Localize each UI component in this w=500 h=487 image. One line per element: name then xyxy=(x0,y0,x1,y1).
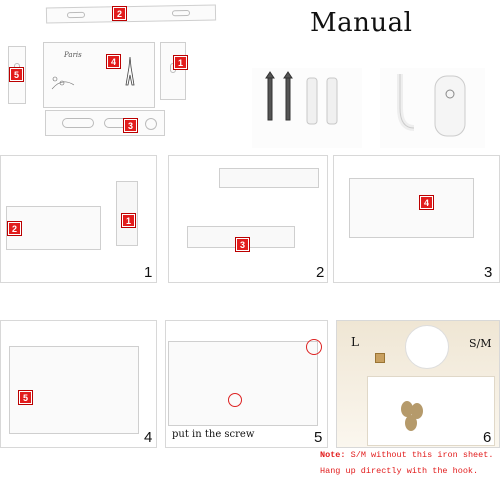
step-1-photo: 2 1 1 xyxy=(0,155,157,283)
hooks-photo xyxy=(380,68,485,148)
screw-highlight-circle-2 xyxy=(228,393,242,407)
part-tag-5: 5 xyxy=(10,68,23,81)
step-2-tag-3: 3 xyxy=(236,238,249,251)
step-4-photo: 5 4 xyxy=(0,320,157,448)
note-text-1: S/M without this iron sheet. xyxy=(350,450,494,460)
step-4-number: 4 xyxy=(144,429,153,446)
part-2-board xyxy=(45,4,217,24)
screw-highlight-circle xyxy=(306,339,322,355)
step-1-tag-1: 1 xyxy=(122,214,135,227)
step-2-photo: 3 2 xyxy=(168,155,328,283)
label-l: L xyxy=(351,335,359,349)
part-4-lid: Paris xyxy=(43,42,155,108)
screws-photo xyxy=(252,68,362,148)
step-6-photo: L S/M 6 xyxy=(336,320,500,448)
note-prefix: Note: xyxy=(320,450,346,460)
step-1-tag-2: 2 xyxy=(8,222,21,235)
part-1-board xyxy=(160,42,186,100)
step-1-number: 1 xyxy=(144,264,153,281)
flowers-icon xyxy=(51,76,75,90)
step-3-number: 3 xyxy=(484,264,493,281)
manual-title: Manual xyxy=(310,8,413,38)
part-tag-3: 3 xyxy=(124,119,137,132)
step-4-tag-5: 5 xyxy=(19,391,32,404)
lid-script: Paris xyxy=(64,51,82,59)
step-3-tag-4: 4 xyxy=(420,196,433,209)
step-3-photo: 4 3 xyxy=(333,155,500,283)
hook-on-wall xyxy=(405,325,449,369)
heart-flower-icon xyxy=(401,401,423,431)
part-tag-2: 2 xyxy=(113,7,126,20)
part-3-board xyxy=(45,110,165,136)
part-tag-4: 4 xyxy=(107,55,120,68)
screws-icon xyxy=(265,71,338,125)
label-sm: S/M xyxy=(469,337,492,350)
part-tag-1: 1 xyxy=(174,56,187,69)
step-5-photo: put in the screw 5 xyxy=(165,320,328,448)
note-line-1: Note: S/M without this iron sheet. xyxy=(320,450,493,460)
step-5-number: 5 xyxy=(314,429,323,446)
step-6-number: 6 xyxy=(483,429,492,446)
step-5-caption: put in the screw xyxy=(172,429,255,440)
eiffel-tower-icon xyxy=(125,57,135,86)
note-line-2: Hang up directly with the hook. xyxy=(320,466,479,476)
wall-hook-icon xyxy=(397,74,466,137)
step-2-number: 2 xyxy=(316,264,325,281)
parts-panel: Paris 2 4 5 1 3 xyxy=(0,0,217,145)
